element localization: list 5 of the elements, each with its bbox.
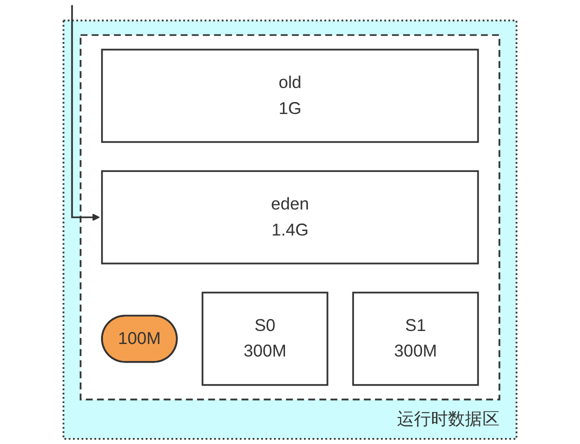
- arrow: [71, 5, 100, 222]
- block-box: S0 300M: [202, 292, 328, 386]
- block-box: S1 300M: [352, 292, 479, 386]
- block-box: old 1G: [101, 48, 479, 143]
- block-box: eden 1.4G: [101, 170, 479, 264]
